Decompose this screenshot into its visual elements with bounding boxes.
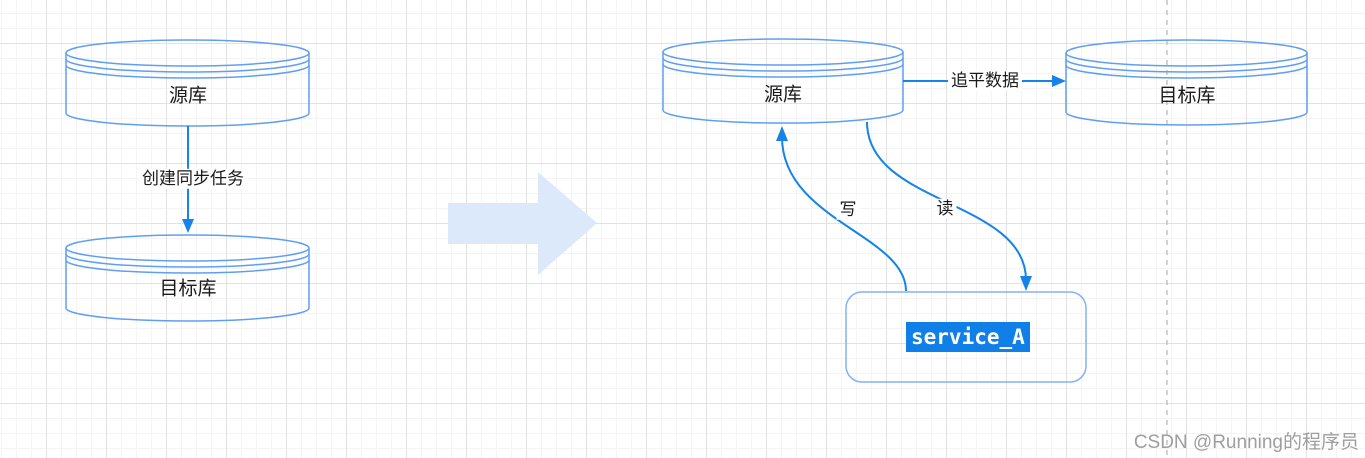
right-source-db-label: 源库 — [763, 84, 803, 106]
left-source-db-label: 源库 — [168, 85, 208, 107]
cylinder-lid-arc — [65, 259, 310, 274]
arrowhead-down-icon — [1020, 276, 1032, 291]
service-box[interactable] — [845, 291, 1087, 383]
cylinder-lid-arc — [65, 52, 310, 67]
left-target-db-cylinder[interactable] — [65, 234, 310, 322]
read-label: 读 — [933, 198, 957, 220]
sync-data-label: 追平数据 — [948, 70, 1022, 92]
write-label: 写 — [836, 199, 860, 221]
cylinder-lid-arc — [662, 51, 904, 66]
cylinder-lid-arc — [662, 57, 904, 72]
watermark-text: CSDN @Running的程序员 — [1133, 432, 1359, 453]
arrowhead-down-icon — [182, 219, 194, 233]
connector-curve — [781, 136, 907, 292]
arrowhead-right-icon — [1052, 75, 1066, 87]
cylinder-lid-arc — [65, 64, 310, 79]
create-sync-task-label: 创建同步任务 — [139, 168, 247, 190]
service-name-text-selected[interactable]: service_A — [906, 322, 1030, 352]
cylinder-lid-arc — [65, 253, 310, 268]
cylinder-outline — [1065, 39, 1308, 126]
cylinder-lid-arc — [1065, 52, 1308, 67]
right-target-db-label: 目标库 — [1158, 85, 1216, 107]
cylinder-lid-arc — [1065, 64, 1308, 79]
big-right-arrow-shape[interactable] — [448, 172, 597, 275]
cylinder-outline — [65, 39, 310, 127]
cylinder-lid-arc — [65, 247, 310, 262]
arrowhead-up-icon — [776, 126, 788, 141]
cylinder-lid-arc — [1065, 58, 1308, 73]
right-target-db-cylinder[interactable] — [1065, 39, 1308, 126]
cylinder-lid-arc — [65, 58, 310, 73]
write-connector[interactable] — [776, 126, 907, 292]
left-source-db-cylinder[interactable] — [65, 39, 310, 127]
cylinder-outline — [662, 38, 904, 124]
cylinder-lid-arc — [662, 63, 904, 78]
left-target-db-label: 目标库 — [159, 278, 217, 300]
cylinder-outline — [65, 234, 310, 322]
right-source-db-cylinder[interactable] — [662, 38, 904, 124]
